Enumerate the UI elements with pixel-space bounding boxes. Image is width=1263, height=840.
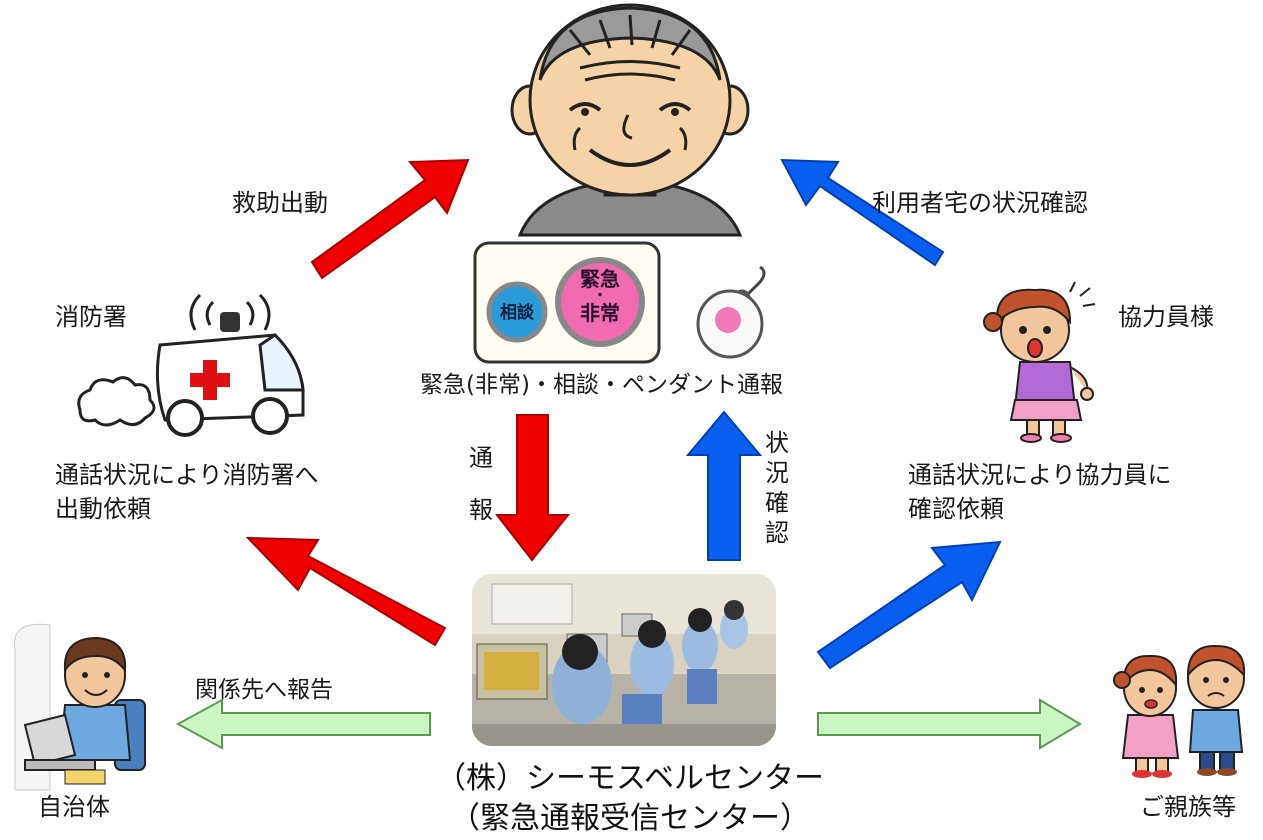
family-illustration [1113, 644, 1246, 778]
center-subtitle: （緊急通報受信センター） [450, 801, 810, 836]
emergency-button-dot: ・ [593, 288, 607, 304]
fire-station-label: 消防署 [55, 303, 127, 331]
emergency-button: 緊急 ・ 非常 [565, 268, 635, 324]
ambulance-illustration [77, 293, 305, 437]
report-related-label: 関係先へ報告 [195, 677, 333, 703]
cooperator-request-label: 通話状況により協力員に 確認依頼 [908, 458, 1172, 526]
fire-request-line2: 出動依頼 [55, 495, 151, 523]
cooperator-illustration [983, 281, 1096, 443]
status-char-3: 確 [765, 489, 789, 517]
cooperator-request-line2: 確認依頼 [908, 495, 1004, 523]
cooperator-label: 協力員様 [1118, 303, 1214, 331]
emergency-button-line1: 緊急 [580, 267, 620, 291]
emergency-button-line2: 非常 [580, 301, 620, 325]
call-device-panel [473, 241, 661, 364]
status-char-2: 況 [765, 459, 789, 487]
center-name: （株）シーモスベルセンター [436, 761, 824, 796]
municipality-illustration [13, 623, 146, 791]
consult-button: 相談 [500, 303, 534, 323]
municipality-label: 自治体 [38, 793, 110, 821]
family-label: ご親族等 [1140, 793, 1236, 821]
report-vertical-label: 通 報 [466, 432, 496, 536]
pendant-icon [696, 265, 766, 359]
report-char-1: 通 [469, 444, 493, 472]
check-user-home-label: 利用者宅の状況確認 [872, 189, 1088, 217]
rescue-label: 救助出動 [232, 189, 328, 217]
status-char-4: 認 [765, 519, 789, 547]
report-char-2: 報 [469, 496, 493, 524]
fire-request-line1: 通話状況により消防署へ [55, 461, 319, 489]
status-char-1: 状 [765, 429, 789, 457]
elderly-user-illustration [510, 3, 750, 237]
fire-request-label: 通話状況により消防署へ 出動依頼 [55, 458, 319, 526]
status-vertical-label: 状 況 確 認 [762, 428, 792, 548]
devices-caption: 緊急(非常)・相談・ペンダント通報 [420, 372, 783, 398]
call-center-photo [472, 574, 776, 746]
cooperator-request-line1: 通話状況により協力員に [908, 461, 1172, 489]
